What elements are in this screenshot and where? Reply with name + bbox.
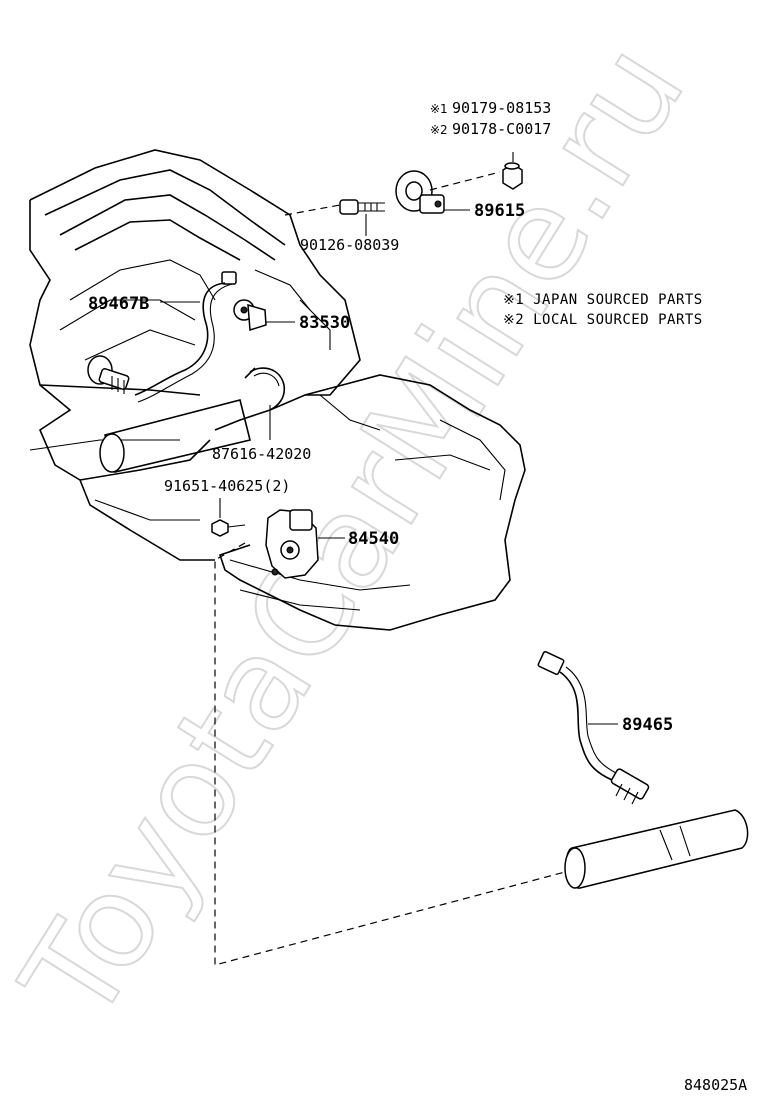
part-number-83530: 83530 bbox=[299, 313, 350, 333]
stud-bolt-part bbox=[339, 199, 385, 215]
neutral-switch-part bbox=[265, 509, 319, 579]
oxygen-sensor-part bbox=[537, 651, 749, 889]
oxygen-sensor-b-part bbox=[87, 271, 237, 403]
legend-local-sourced: ※2 LOCAL SOURCED PARTS bbox=[503, 312, 703, 328]
part-number-89465: 89465 bbox=[622, 715, 673, 735]
part-number-90178: 90178-C0017 bbox=[452, 120, 551, 138]
legend-japan-sourced: ※1 JAPAN SOURCED PARTS bbox=[503, 292, 703, 308]
oil-pressure-switch-part bbox=[233, 299, 267, 331]
engine-illustration bbox=[29, 149, 526, 631]
leader-lines bbox=[160, 152, 618, 725]
note2-mark: ※2 bbox=[430, 123, 448, 137]
part-number-89467b: 89467B bbox=[88, 294, 149, 314]
nut-part bbox=[502, 162, 523, 190]
note1-mark: ※1 bbox=[430, 102, 448, 116]
part-number-87616: 87616-42020 bbox=[212, 445, 311, 463]
part-number-90179: 90179-08153 bbox=[452, 99, 551, 117]
part-number-89615: 89615 bbox=[474, 201, 525, 221]
dashed-connector bbox=[214, 542, 566, 966]
diagram-code: 848025A bbox=[684, 1076, 747, 1094]
knock-sensor-part bbox=[395, 170, 445, 214]
part-number-91651: 91651-40625(2) bbox=[164, 477, 290, 495]
part-number-90126: 90126-08039 bbox=[300, 236, 399, 254]
part-number-84540: 84540 bbox=[348, 529, 399, 549]
clamp-part bbox=[244, 367, 286, 411]
bolt-part bbox=[211, 519, 246, 537]
